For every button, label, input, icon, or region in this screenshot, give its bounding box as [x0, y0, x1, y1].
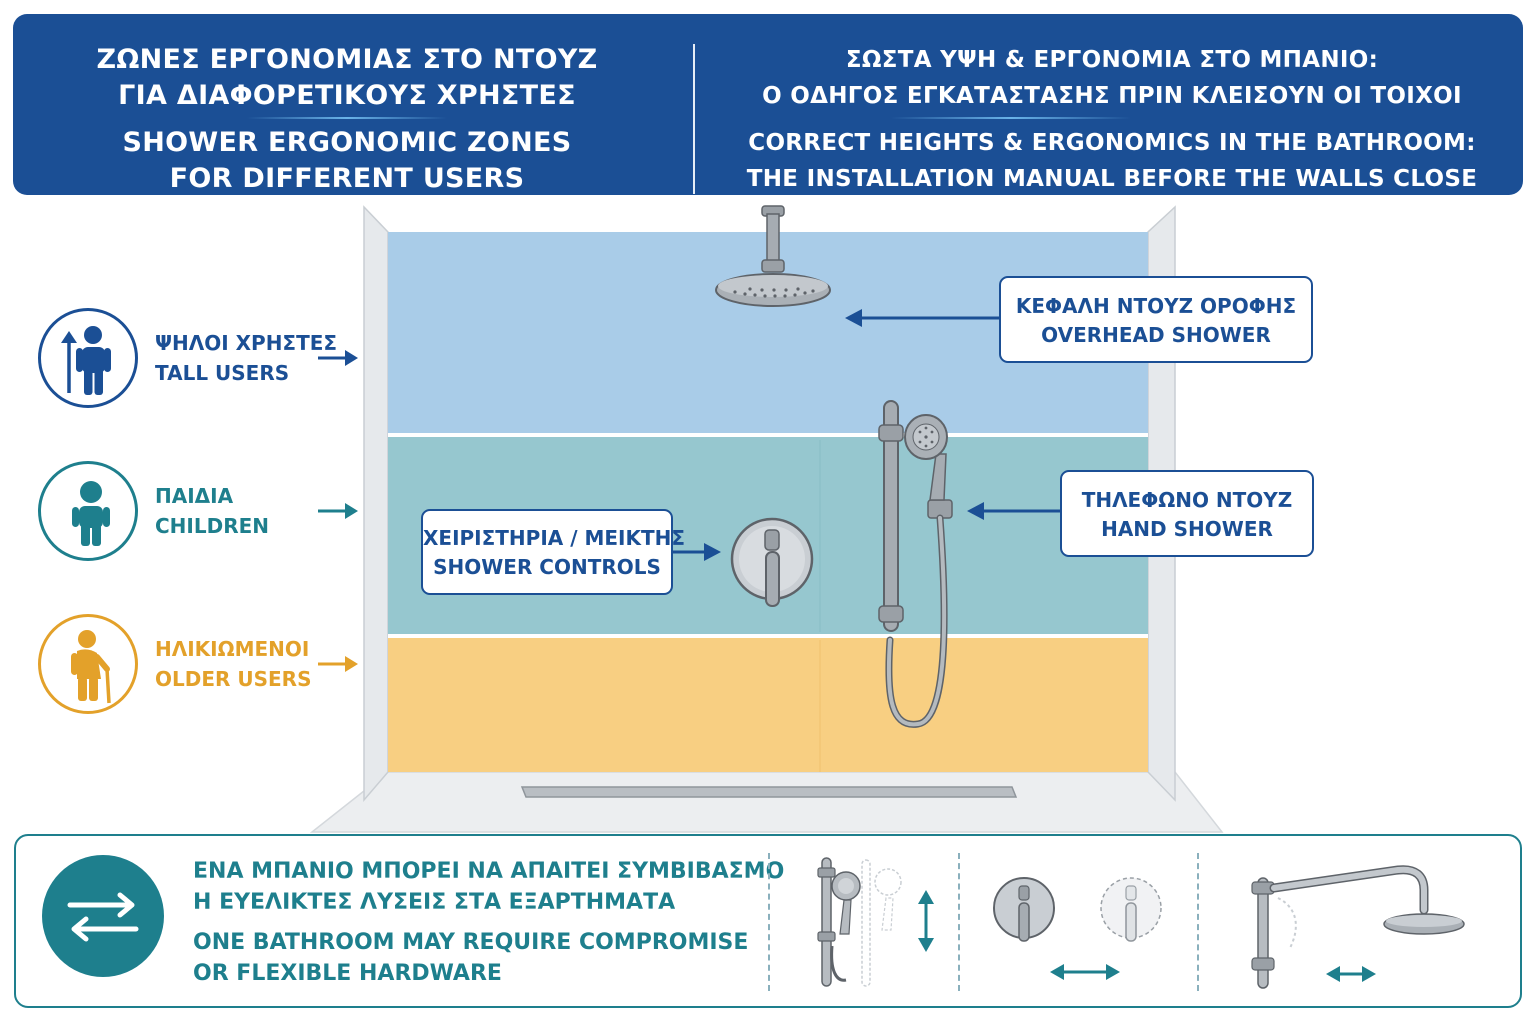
child-icon: [38, 461, 138, 561]
children-greek: ΠΑΙΔΙΑ: [155, 484, 234, 508]
header-left-greek-line2: ΓΙΑ ΔΙΑΦΟΡΕΤΙΚΟΥΣ ΧΡΗΣΤΕΣ: [118, 80, 576, 111]
header-left-greek-line1: ΖΩΝΕΣ ΕΡΓΟΝΟΜΙΑΣ ΣΤΟ ΝΤΟΥΖ: [96, 44, 598, 75]
header-left: ΖΩΝΕΣ ΕΡΓΟΝΟΜΙΑΣ ΣΤΟ ΝΤΟΥΖ ΓΙΑ ΔΙΑΦΟΡΕΤΙ…: [13, 14, 681, 195]
floor-drain: [520, 786, 1018, 798]
swap-arrows-icon: [42, 855, 164, 977]
panel-divider: [958, 853, 960, 991]
adjustable-shower-arm-icon: [1251, 865, 1465, 989]
shower-controls-callout: ΧΕΙΡΙΣΤΗΡΙΑ / ΜΕΙΚΤΗΣ SHOWER CONTROLS: [421, 509, 686, 595]
header-left-english-line2: FOR DIFFERENT USERS: [169, 163, 525, 194]
adjustable-slide-bar-icon: [817, 857, 934, 987]
header-left-english-line1: SHOWER ERGONOMIC ZONES: [122, 127, 572, 158]
older-users-english: OLDER USERS: [155, 667, 312, 691]
compromise-english-line1: ONE BATHROOM MAY REQUIRE COMPROMISE: [193, 930, 749, 955]
older-user-icon: [38, 614, 138, 714]
legend-children: ΠΑΙΔΙΑ CHILDREN: [38, 461, 368, 561]
hand-shower-greek: ΤΗΛΕΦΩΝΟ ΝΤΟΥΖ: [1081, 488, 1293, 512]
compromise-greek-line2: Η ΕΥΕΛΙΚΤΕΣ ΛΥΣΕΙΣ ΣΤΑ ΕΞΑΡΤΗΜΑΤΑ: [193, 890, 676, 915]
tall-users-english: TALL USERS: [155, 361, 290, 385]
compromise-text: ΕΝΑ ΜΠΑΝΙΟ ΜΠΟΡΕΙ ΝΑ ΑΠΑΙΤΕΙ ΣΥΜΒΙΒΑΣΜΟ …: [193, 856, 784, 989]
header-right-greek-line1: ΣΩΣΤΑ ΥΨΗ & ΕΡΓΟΝΟΜΙΑ ΣΤΟ ΜΠΑΝΙΟ:: [845, 47, 1379, 73]
repositionable-mixer-icon: [993, 877, 1162, 980]
compromise-greek-line1: ΕΝΑ ΜΠΑΝΙΟ ΜΠΟΡΕΙ ΝΑ ΑΠΑΙΤΕΙ ΣΥΜΒΙΒΑΣΜΟ: [193, 859, 785, 884]
tall-user-icon: [38, 308, 138, 408]
header-right: ΣΩΣΤΑ ΥΨΗ & ΕΡΓΟΝΟΜΙΑ ΣΤΟ ΜΠΑΝΙΟ: Ο ΟΔΗΓ…: [701, 14, 1523, 195]
header-left-separator: [247, 117, 447, 119]
hand-shower-english: HAND SHOWER: [1101, 517, 1273, 541]
shower-floor: [309, 771, 1224, 833]
controls-callout-arrow: [673, 543, 721, 561]
panel-divider: [768, 853, 770, 991]
compromise-english-line2: OR FLEXIBLE HARDWARE: [193, 961, 502, 986]
children-english: CHILDREN: [155, 514, 270, 538]
shower-controls-greek: ΧΕΙΡΙΣΤΗΡΙΑ / ΜΕΙΚΤΗΣ: [423, 526, 686, 550]
shower-mixer-icon: [730, 517, 814, 607]
tall-users-label: ΨΗΛΟΙ ΧΡΗΣΤΕΣ TALL USERS: [155, 328, 337, 388]
older-users-label: ΗΛΙΚΙΩΜΕΝΟΙ OLDER USERS: [155, 634, 311, 694]
hand-callout-arrow: [967, 502, 1060, 520]
hand-shower-callout: ΤΗΛΕΦΩΝΟ ΝΤΟΥΖ HAND SHOWER: [1060, 470, 1314, 557]
children-label: ΠΑΙΔΙΑ CHILDREN: [155, 481, 269, 541]
header-right-english-line1: CORRECT HEIGHTS & ERGONOMICS IN THE BATH…: [748, 130, 1476, 156]
shower-controls-english: SHOWER CONTROLS: [433, 555, 661, 579]
header-right-english-line2: THE INSTALLATION MANUAL BEFORE THE WALLS…: [746, 166, 1478, 192]
overhead-shower-greek: ΚΕΦΑΛΗ ΝΤΟΥΖ ΟΡΟΦΗΣ: [1015, 294, 1297, 318]
tall-users-arrow-icon: [318, 350, 358, 366]
header-divider: [693, 44, 695, 194]
panel-divider: [1197, 853, 1199, 991]
header-right-greek-line2: Ο ΟΔΗΓΟΣ ΕΓΚΑΤΑΣΤΑΣΗΣ ΠΡΙΝ ΚΛΕΙΣΟΥΝ ΟΙ Τ…: [762, 83, 1462, 109]
older-users-greek: ΗΛΙΚΙΩΜΕΝΟΙ: [155, 637, 310, 661]
overhead-shower-callout: ΚΕΦΑΛΗ ΝΤΟΥΖ ΟΡΟΦΗΣ OVERHEAD SHOWER: [999, 276, 1313, 363]
older-users-arrow-icon: [318, 656, 358, 672]
zone-older-users: [388, 638, 1148, 772]
legend-older-users: ΗΛΙΚΙΩΜΕΝΟΙ OLDER USERS: [38, 614, 368, 714]
overhead-shower-icon: [715, 205, 831, 307]
overhead-shower-english: OVERHEAD SHOWER: [1041, 323, 1271, 347]
children-arrow-icon: [318, 503, 358, 519]
header-banner: ΖΩΝΕΣ ΕΡΓΟΝΟΜΙΑΣ ΣΤΟ ΝΤΟΥΖ ΓΙΑ ΔΙΑΦΟΡΕΤΙ…: [13, 14, 1523, 195]
overhead-callout-arrow: [845, 309, 999, 327]
hand-shower-icon: [878, 400, 953, 728]
tall-users-greek: ΨΗΛΟΙ ΧΡΗΣΤΕΣ: [155, 331, 338, 355]
compromise-panel: ΕΝΑ ΜΠΑΝΙΟ ΜΠΟΡΕΙ ΝΑ ΑΠΑΙΤΕΙ ΣΥΜΒΙΒΑΣΜΟ …: [14, 834, 1522, 1008]
legend-tall-users: ΨΗΛΟΙ ΧΡΗΣΤΕΣ TALL USERS: [38, 308, 368, 408]
header-right-separator: [891, 117, 1131, 119]
